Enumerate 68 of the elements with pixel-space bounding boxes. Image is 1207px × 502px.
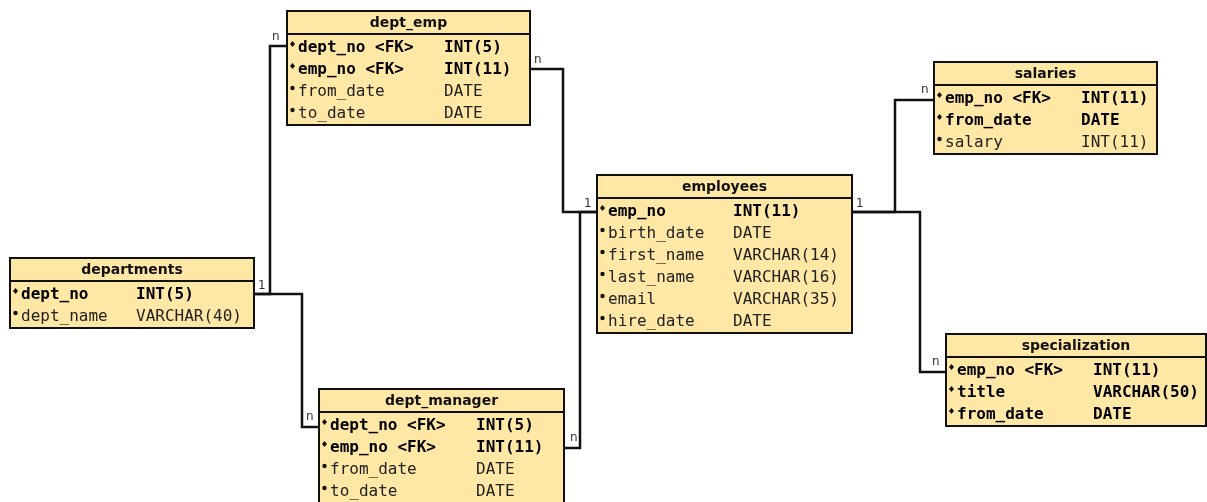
cardinality-label: n [921, 83, 929, 95]
column-type: INT(5) [444, 36, 503, 58]
column-name: dept_no <FK> [330, 414, 447, 436]
table-box [933, 61, 1158, 155]
connector-line [565, 210, 596, 450]
column-type: VARCHAR(40) [136, 305, 243, 327]
column-type: INT(11) [733, 200, 802, 222]
column-type: DATE [444, 80, 484, 102]
column-type: INT(5) [136, 283, 195, 305]
table-title: dept_emp [288, 12, 529, 35]
column-type: VARCHAR(35) [733, 288, 840, 310]
cardinality-label: n [570, 431, 578, 443]
column-type: INT(11) [1093, 359, 1162, 381]
column-type: DATE [1081, 109, 1121, 131]
table-title: specialization [947, 335, 1205, 358]
column-type: DATE [476, 480, 516, 502]
column-name: from_date [957, 403, 1045, 425]
column-name: birth_date [608, 222, 706, 244]
table-title: employees [598, 176, 851, 199]
column-type: VARCHAR(14) [733, 244, 840, 266]
column-name: emp_no [608, 200, 667, 222]
column-type: VARCHAR(50) [1093, 381, 1200, 403]
column-type: INT(11) [1081, 87, 1150, 109]
table-title: departments [11, 259, 253, 282]
table-title: dept_manager [320, 390, 563, 413]
cardinality-label: 1 [856, 197, 864, 209]
column-type: INT(5) [476, 414, 535, 436]
table-title: salaries [935, 63, 1156, 86]
cardinality-label: n [306, 410, 314, 422]
connector-line [255, 292, 318, 429]
cardinality-label: 1 [258, 279, 266, 291]
column-type: DATE [444, 102, 484, 124]
column-name: dept_no [21, 283, 90, 305]
table-box [318, 388, 565, 502]
column-type: DATE [1093, 403, 1133, 425]
column-type: DATE [733, 310, 773, 332]
column-name: last_name [608, 266, 696, 288]
cardinality-label: 1 [584, 197, 592, 209]
column-name: email [608, 288, 658, 310]
connector-line [853, 210, 945, 374]
cardinality-label: n [932, 355, 940, 367]
column-type: INT(11) [444, 58, 513, 80]
column-name: emp_no <FK> [330, 436, 437, 458]
column-name: emp_no <FK> [945, 87, 1052, 109]
table-box [596, 174, 853, 334]
table-box [945, 333, 1207, 427]
column-type: INT(11) [1081, 131, 1150, 153]
column-name: first_name [608, 244, 706, 266]
column-name: dept_name [21, 305, 109, 327]
cardinality-label: n [272, 30, 280, 42]
column-type: DATE [733, 222, 773, 244]
column-name: to_date [330, 480, 399, 502]
column-type: VARCHAR(16) [733, 266, 840, 288]
column-name: from_date [945, 109, 1033, 131]
table-box [9, 257, 255, 329]
column-name: dept_no <FK> [298, 36, 415, 58]
column-name: salary [945, 131, 1004, 153]
column-name: to_date [298, 102, 367, 124]
column-name: from_date [330, 458, 418, 480]
column-name: emp_no <FK> [957, 359, 1064, 381]
column-name: title [957, 381, 1007, 403]
column-type: DATE [476, 458, 516, 480]
cardinality-label: n [534, 53, 542, 65]
table-box [286, 10, 531, 126]
column-type: INT(11) [476, 436, 545, 458]
column-name: from_date [298, 80, 386, 102]
column-name: emp_no <FK> [298, 58, 405, 80]
column-name: hire_date [608, 310, 696, 332]
